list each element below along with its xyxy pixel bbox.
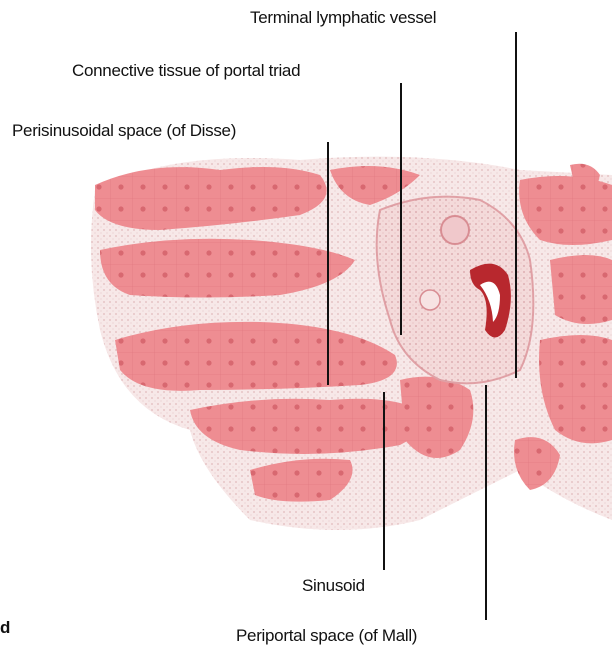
label-terminal-lymphatic-vessel: Terminal lymphatic vessel bbox=[250, 8, 436, 28]
label-periportal-space: Periportal space (of Mall) bbox=[236, 626, 417, 646]
label-connective-tissue: Connective tissue of portal triad bbox=[72, 61, 300, 81]
cropped-edge-text: d bbox=[0, 618, 10, 638]
hepatocyte-plate bbox=[550, 255, 612, 324]
hepatocyte-plate bbox=[400, 377, 473, 458]
label-sinusoid: Sinusoid bbox=[302, 576, 365, 596]
label-perisinusoidal-space: Perisinusoidal space (of Disse) bbox=[12, 121, 236, 141]
